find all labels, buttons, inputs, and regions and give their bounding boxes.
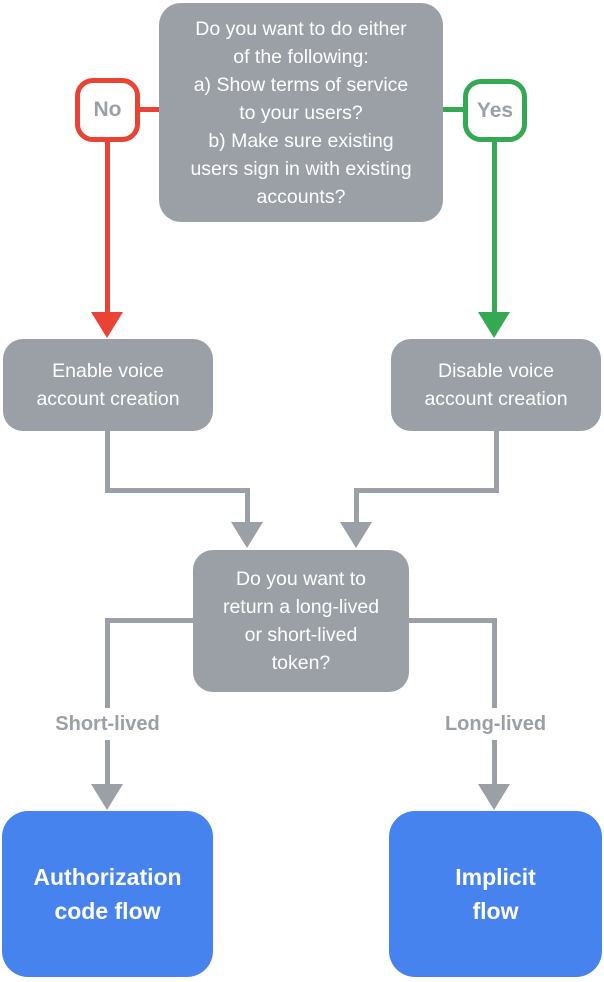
arrowhead-yes-icon	[478, 312, 510, 338]
connector-enable-into-question	[245, 488, 250, 524]
path-label-short-lived: Short-lived	[22, 708, 193, 740]
arrowhead-short-lived-icon	[91, 784, 123, 810]
question-node-terms-text: Do you want to do either of the followin…	[190, 17, 412, 208]
connector-no-horizontal	[140, 107, 159, 112]
question-node-token-lifetime: Do you want to return a long-lived or sh…	[193, 550, 409, 692]
arrowhead-enable-icon	[231, 522, 263, 548]
question-node-terms-of-service: Do you want to do either of the followin…	[159, 3, 443, 222]
result-node-authorization-text: Authorization code flow	[33, 864, 182, 924]
connector-disable-across	[354, 488, 499, 493]
connector-disable-down	[494, 431, 499, 493]
question-node-token-text: Do you want to return a long-lived or sh…	[222, 568, 380, 674]
result-node-implicit-text: Implicit flow	[455, 864, 536, 924]
connector-long-lived-vertical	[492, 618, 497, 785]
connector-short-lived-vertical	[105, 618, 110, 785]
connector-yes-vertical	[492, 140, 497, 313]
node-disable-voice-account-creation: Disable voice account creation	[391, 339, 601, 431]
result-node-authorization-code-flow: Authorization code flow	[2, 811, 213, 977]
connector-enable-down	[105, 431, 110, 493]
decision-badge-no-label: No	[93, 98, 122, 121]
decision-badge-yes: Yes	[463, 79, 527, 142]
path-label-long-lived-text: Long-lived	[444, 712, 547, 735]
decision-badge-yes-label: Yes	[476, 98, 514, 122]
path-label-short-lived-text: Short-lived	[55, 712, 160, 735]
connector-enable-across	[105, 488, 250, 493]
node-enable-text: Enable voice account creation	[36, 360, 180, 410]
path-label-long-lived: Long-lived	[410, 708, 581, 740]
node-enable-voice-account-creation: Enable voice account creation	[3, 339, 213, 431]
connector-short-lived-horizontal	[105, 618, 193, 623]
arrowhead-no-icon	[91, 312, 123, 338]
arrowhead-disable-icon	[340, 522, 372, 548]
connector-yes-horizontal	[443, 107, 463, 112]
node-disable-text: Disable voice account creation	[424, 360, 568, 410]
decision-badge-no: No	[75, 78, 140, 142]
connector-no-vertical	[105, 140, 110, 313]
arrowhead-long-lived-icon	[478, 784, 510, 810]
connector-long-lived-horizontal	[409, 618, 497, 623]
connector-disable-into-question	[354, 488, 359, 524]
result-node-implicit-flow: Implicit flow	[389, 811, 602, 977]
